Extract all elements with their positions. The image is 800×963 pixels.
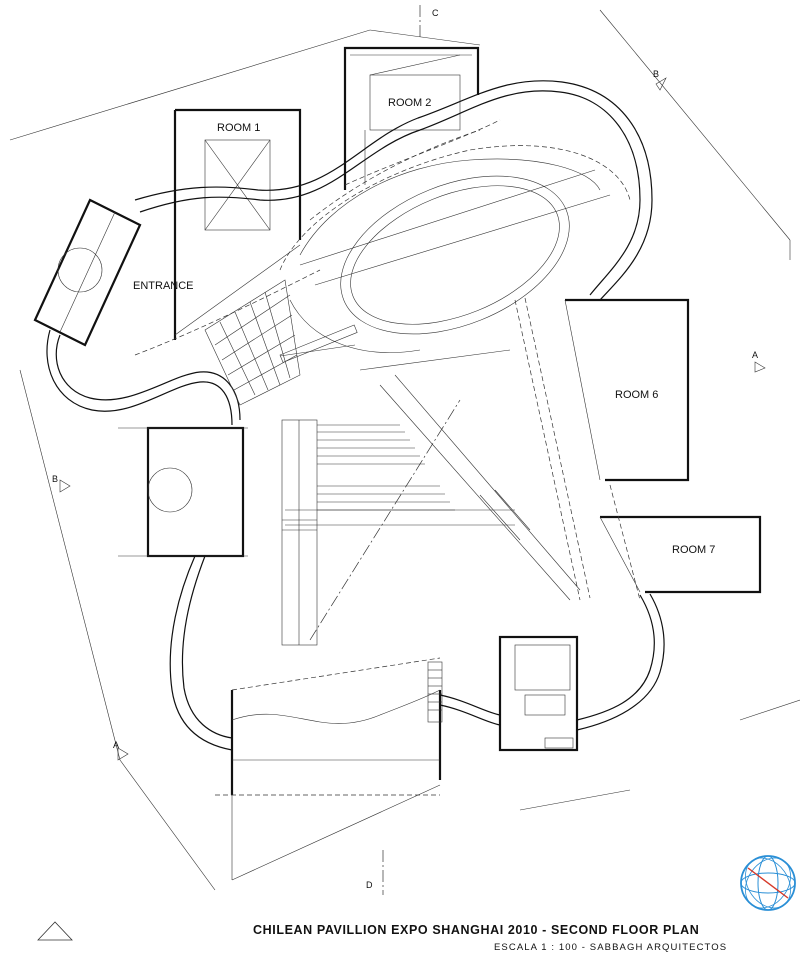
- room-7-label: ROOM 7: [672, 544, 715, 556]
- left-vestibule: [118, 426, 248, 558]
- svg-text:C: C: [432, 8, 439, 18]
- entrance-stair-grid: [204, 279, 358, 406]
- svg-text:A: A: [752, 350, 758, 360]
- section-mark-b-left: B: [52, 474, 71, 493]
- central-ramp: [279, 145, 631, 353]
- svg-text:B: B: [653, 69, 659, 79]
- entrance-label: ENTRANCE: [133, 280, 194, 292]
- room-1: [173, 108, 302, 340]
- outer-ribbon: [46, 80, 665, 751]
- room-2: [343, 46, 480, 190]
- section-mark-b-top: B: [653, 69, 667, 91]
- room-6-label: ROOM 6: [615, 389, 658, 401]
- site-boundary-lines: [9, 9, 800, 891]
- central-stairs: [281, 419, 455, 646]
- section-mark-d: D: [366, 850, 384, 895]
- hidden-lines: [134, 119, 641, 641]
- svg-text:A: A: [113, 740, 119, 750]
- service-core: [498, 635, 579, 752]
- bottom-room: [215, 657, 442, 881]
- stair-bottom: [427, 661, 443, 723]
- entrance-vestibule: [33, 198, 142, 347]
- svg-text:D: D: [366, 880, 373, 890]
- section-mark-c: C: [419, 5, 439, 40]
- drawing-title: CHILEAN PAVILLION EXPO SHANGHAI 2010 - S…: [253, 923, 699, 937]
- room-2-label: ROOM 2: [388, 97, 431, 109]
- room-6: [564, 298, 690, 482]
- svg-text:B: B: [52, 474, 58, 484]
- section-mark-a-left: A: [113, 740, 129, 761]
- drawing-subtitle: ESCALA 1 : 100 - SABBAGH ARQUITECTOS: [494, 942, 727, 953]
- section-mark-a-right: A: [752, 350, 766, 373]
- north-triangle-icon: [37, 921, 73, 941]
- room-7: [599, 515, 762, 594]
- globe-logo-icon: [740, 855, 796, 911]
- room-1-label: ROOM 1: [217, 122, 260, 134]
